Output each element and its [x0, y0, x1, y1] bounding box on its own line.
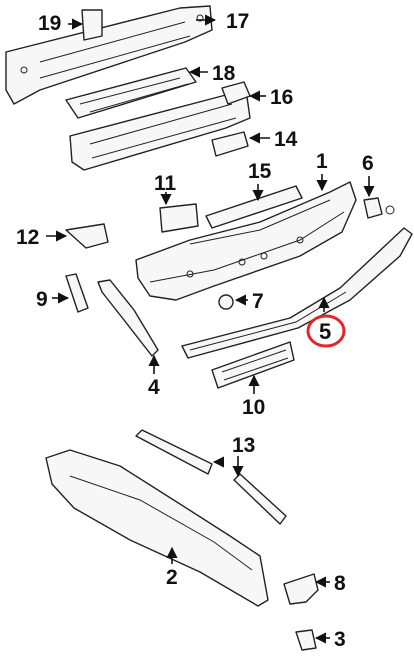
part-18-absorber: [65, 67, 197, 119]
part-12-bracket: [65, 223, 109, 249]
callout-4: 4: [148, 376, 160, 399]
highlight-circle-5: [306, 314, 346, 348]
part-16-bumper-beam: [69, 81, 251, 171]
part-9-bracket: [65, 273, 89, 313]
callout-2: 2: [166, 566, 178, 589]
part-2-under-panel: [45, 449, 269, 607]
part-15-trim-strip: [205, 185, 303, 229]
part-11-reflector: [159, 203, 199, 233]
callout-14: 14: [274, 128, 298, 151]
callout-11: 11: [154, 172, 177, 195]
callout-6: 6: [362, 152, 374, 175]
part-17-reinforcement-bar: [5, 5, 213, 105]
leader-lines: [46, 14, 375, 644]
callout-19: 19: [38, 12, 61, 35]
part-19-bracket: [81, 9, 103, 41]
callout-3: 3: [334, 628, 346, 651]
callout-17: 17: [226, 10, 249, 33]
part-6-sensor: [363, 197, 395, 219]
part-3-clip: [295, 629, 317, 651]
callout-10: 10: [242, 396, 265, 419]
callout-12: 12: [16, 226, 39, 249]
callout-5: 5: [319, 319, 331, 344]
part-1-bumper-cover: [135, 181, 357, 301]
callout-13: 13: [232, 434, 255, 457]
part-4-side-trim: [97, 279, 159, 357]
callout-18: 18: [212, 62, 236, 85]
part-8-bracket: [283, 573, 319, 605]
callout-9: 9: [36, 288, 48, 311]
callout-15: 15: [248, 160, 272, 183]
part-14-pad: [211, 131, 249, 157]
callout-16: 16: [270, 86, 293, 109]
callout-8: 8: [334, 572, 346, 595]
part-7-clip: [218, 294, 234, 310]
callout-7: 7: [252, 290, 264, 313]
part-10-grille: [211, 341, 295, 389]
callout-1: 1: [316, 150, 328, 173]
